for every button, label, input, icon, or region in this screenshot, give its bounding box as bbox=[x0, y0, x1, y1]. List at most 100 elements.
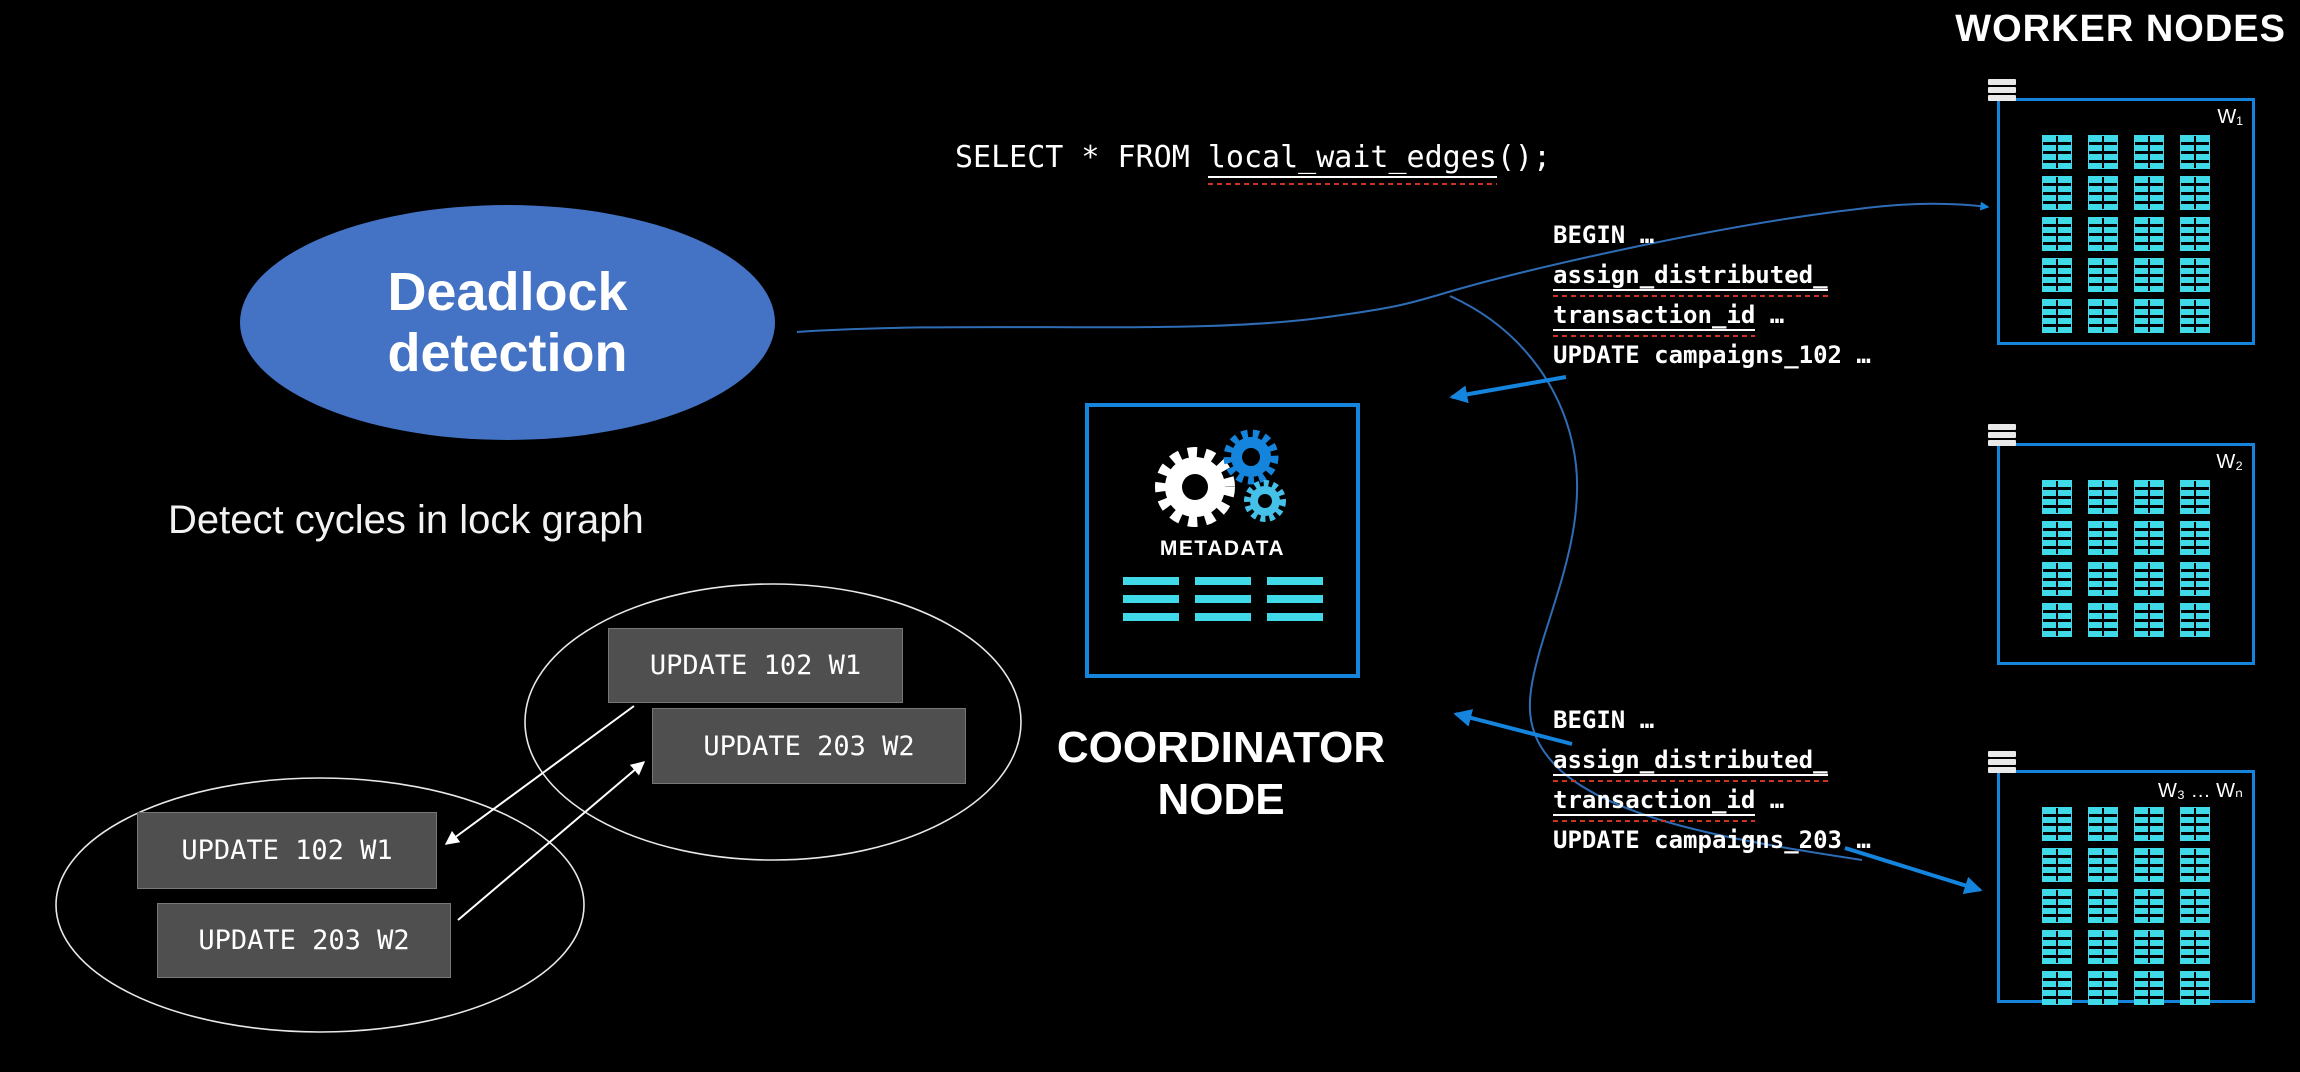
table-icon bbox=[2134, 889, 2164, 923]
sql-line: BEGIN … bbox=[1553, 215, 1871, 255]
table-icon bbox=[2088, 135, 2118, 169]
server-icon bbox=[1988, 79, 2016, 103]
lock-box-lower-1: UPDATE 102 W1 bbox=[137, 812, 437, 889]
gears-icon bbox=[1154, 429, 1286, 527]
table-icon bbox=[2134, 848, 2164, 882]
sql-line: UPDATE campaigns_102 … bbox=[1553, 335, 1871, 375]
table-icon bbox=[2042, 135, 2072, 169]
table-icon bbox=[2180, 176, 2210, 210]
gear-light-blue bbox=[1243, 480, 1286, 522]
sql-text: … bbox=[1755, 301, 1785, 329]
lock-cycle-arrow-up bbox=[457, 761, 646, 921]
table-icon bbox=[2088, 971, 2118, 1005]
table-icon bbox=[2088, 562, 2118, 596]
metadata-row-bar bbox=[1122, 577, 1179, 585]
table-icon bbox=[2134, 258, 2164, 292]
metadata-row-bar bbox=[1266, 577, 1323, 585]
table-icon bbox=[2134, 521, 2164, 555]
lock-graph-ellipse-upper bbox=[524, 583, 1022, 861]
worker-label-2: W₂ bbox=[2216, 451, 2243, 473]
table-icon bbox=[2042, 258, 2072, 292]
sql-query-function: local_wait_edges bbox=[1207, 140, 1497, 175]
coordinator-node-box: METADATA bbox=[1085, 403, 1360, 678]
table-icon bbox=[2088, 603, 2118, 637]
worker-node-1: W₁ bbox=[1988, 79, 2255, 345]
table-icon bbox=[2088, 299, 2118, 333]
sql-block-top: BEGIN … assign_distributed_ transaction_… bbox=[1553, 215, 1871, 375]
table-icon bbox=[2180, 848, 2210, 882]
metadata-row-bar bbox=[1194, 613, 1251, 621]
sql-block-bottom: BEGIN … assign_distributed_ transaction_… bbox=[1553, 700, 1871, 860]
sql-misspelled-text: transaction_id bbox=[1553, 301, 1756, 329]
sql-line: transaction_id … bbox=[1553, 295, 1871, 335]
table-icon bbox=[2134, 135, 2164, 169]
table-icon bbox=[2180, 480, 2210, 514]
table-icon bbox=[2180, 521, 2210, 555]
worker-label-1: W₁ bbox=[2217, 106, 2243, 128]
table-icon bbox=[2180, 135, 2210, 169]
server-icon bbox=[1988, 424, 2016, 448]
sql-line: BEGIN … bbox=[1553, 700, 1871, 740]
deadlock-detection-ellipse: Deadlock detection bbox=[240, 205, 775, 440]
table-icon bbox=[2042, 848, 2072, 882]
sql-line: assign_distributed_ bbox=[1553, 255, 1871, 295]
worker-label-3: W₃ … Wₙ bbox=[2158, 780, 2243, 802]
table-icon bbox=[2042, 521, 2072, 555]
table-icon bbox=[2042, 217, 2072, 251]
metadata-row-bar bbox=[1122, 613, 1179, 621]
table-icon bbox=[2088, 521, 2118, 555]
table-icon bbox=[2134, 930, 2164, 964]
table-icon bbox=[2088, 217, 2118, 251]
table-icon bbox=[2042, 480, 2072, 514]
table-icon bbox=[2088, 848, 2118, 882]
shard-table-grid bbox=[2042, 807, 2210, 1005]
table-icon bbox=[2180, 217, 2210, 251]
coordinator-label-line2: NODE bbox=[1157, 774, 1285, 824]
table-icon bbox=[2088, 889, 2118, 923]
table-icon bbox=[2134, 176, 2164, 210]
table-icon bbox=[2134, 480, 2164, 514]
curve-fork-to-worker3 bbox=[1449, 295, 1863, 861]
lock-box-lower-2: UPDATE 203 W2 bbox=[157, 903, 451, 978]
table-icon bbox=[2180, 562, 2210, 596]
sql-query-prefix: SELECT * FROM bbox=[955, 140, 1208, 175]
table-icon bbox=[2134, 217, 2164, 251]
table-icon bbox=[2180, 299, 2210, 333]
detect-cycles-caption: Detect cycles in lock graph bbox=[168, 498, 644, 542]
table-icon bbox=[2042, 807, 2072, 841]
table-icon bbox=[2088, 930, 2118, 964]
sql-query: SELECT * FROM local_wait_edges(); bbox=[955, 140, 1551, 175]
deadlock-title-line1: Deadlock bbox=[387, 262, 628, 323]
table-icon bbox=[2134, 603, 2164, 637]
table-icon bbox=[2042, 889, 2072, 923]
lock-box-upper-1: UPDATE 102 W1 bbox=[608, 628, 903, 703]
shard-table-grid bbox=[2042, 135, 2210, 333]
arrow-to-worker3 bbox=[1844, 846, 1983, 895]
table-icon bbox=[2180, 603, 2210, 637]
worker-node-2: W₂ bbox=[1988, 424, 2255, 665]
sql-text: BEGIN … bbox=[1553, 221, 1655, 249]
table-icon bbox=[2134, 971, 2164, 1005]
sql-line: transaction_id … bbox=[1553, 780, 1871, 820]
table-icon bbox=[2042, 176, 2072, 210]
table-icon bbox=[2180, 807, 2210, 841]
lock-graph-ellipse-lower bbox=[55, 777, 585, 1033]
sql-query-suffix: (); bbox=[1496, 140, 1552, 175]
table-icon bbox=[2042, 603, 2072, 637]
worker-nodes-title: WORKER NODES bbox=[1955, 8, 2286, 50]
table-icon bbox=[2134, 562, 2164, 596]
worker-node-3: W₃ … Wₙ bbox=[1988, 751, 2255, 1005]
sql-misspelled-text: transaction_id bbox=[1553, 786, 1756, 814]
metadata-table-rows bbox=[1122, 577, 1323, 621]
metadata-row-bar bbox=[1194, 577, 1251, 585]
lock-box-upper-2: UPDATE 203 W2 bbox=[652, 708, 966, 784]
metadata-row-bar bbox=[1266, 613, 1323, 621]
table-icon bbox=[2042, 299, 2072, 333]
server-icon bbox=[1988, 751, 2016, 775]
sql-text: UPDATE campaigns_203 … bbox=[1553, 826, 1871, 854]
table-icon bbox=[2180, 930, 2210, 964]
table-icon bbox=[2134, 807, 2164, 841]
sql-line: assign_distributed_ bbox=[1553, 740, 1871, 780]
